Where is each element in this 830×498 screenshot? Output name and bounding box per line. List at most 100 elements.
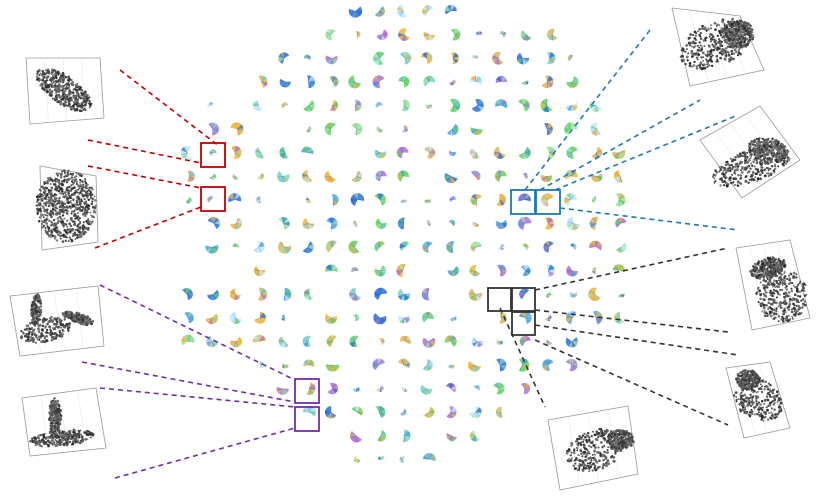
glyph [522,172,529,180]
glyph [446,406,457,419]
glyph [541,193,554,207]
point-cloud-thumbnails [9,7,811,491]
glyph [469,430,480,442]
glyph [494,170,507,182]
glyph [379,337,385,345]
connector-line-black [534,339,729,426]
glyph [303,359,315,368]
glyph [397,170,410,182]
glyph [470,193,482,206]
glyph [422,337,436,348]
connector-line-purple [114,427,296,479]
glyph [283,287,292,301]
glyph [612,264,626,273]
glyph [230,217,243,230]
glyph [252,334,266,343]
connector-line-red [87,139,202,164]
glyph [231,145,242,160]
glyph [258,75,268,88]
glyph [520,30,532,41]
glyph [519,311,532,324]
glyph [565,102,578,112]
glyph [350,193,365,206]
glyph [544,314,552,322]
glyph [351,122,363,136]
glyph [591,196,597,204]
glyph [519,335,531,347]
glyph [518,216,532,230]
glyph [180,145,192,160]
glyph [329,99,339,112]
glyph [425,219,432,227]
highlight-box-blue [510,189,536,215]
thumbnail-purple-bottom [21,387,107,457]
glyph [256,196,261,204]
glyph [396,146,409,159]
glyph [401,125,408,133]
glyph [401,386,409,393]
glyph [303,288,312,300]
glyph [424,406,435,418]
glyph [451,52,459,65]
glyph [444,335,457,347]
glyph [281,362,289,369]
glyph [612,149,626,160]
glyph [472,221,480,228]
glyph [615,242,627,253]
highlight-box-black [487,287,512,312]
thumbnail-red-top [25,57,105,125]
glyph [326,217,338,230]
glyph [398,76,410,88]
glyph [305,125,312,133]
glyph [229,288,241,300]
glyph [353,456,361,463]
glyph [521,382,531,395]
glyph [372,75,385,89]
glyph [518,193,531,202]
glyph [396,263,406,278]
glyph [376,405,386,418]
glyph [564,122,578,136]
glyph [253,266,266,277]
glyph [449,196,457,203]
glyph [325,240,337,253]
glyph [522,243,529,251]
glyph [446,241,455,253]
glyph [469,75,482,85]
glyph [422,5,434,17]
thumbnail-red-bottom [35,165,99,251]
point-cloud [565,427,635,473]
glyph [373,313,387,325]
glyph [325,364,340,372]
glyph-grid [180,4,627,463]
glyph [493,382,505,395]
glyph [397,217,405,230]
glyph [276,387,289,395]
glyph [205,245,219,254]
glyph [492,51,504,65]
glyph [468,288,483,301]
glyph [228,193,242,203]
glyph [420,52,433,64]
glyph [302,218,315,230]
glyph [519,288,529,300]
glyph [445,383,457,393]
glyph [518,98,530,112]
glyph [565,358,578,372]
glyph [184,311,194,324]
connector-line-blue [524,29,651,191]
glyph [374,287,388,300]
glyph [518,358,530,372]
glyph [376,385,384,393]
glyph [187,170,195,182]
glyph [495,220,507,229]
point-cloud [29,397,95,448]
glyph [470,127,483,136]
glyph [324,122,336,136]
glyph [566,216,580,231]
connector-line-red [119,69,220,147]
glyph [207,289,219,301]
glyph [351,267,359,273]
glyph [278,52,290,64]
